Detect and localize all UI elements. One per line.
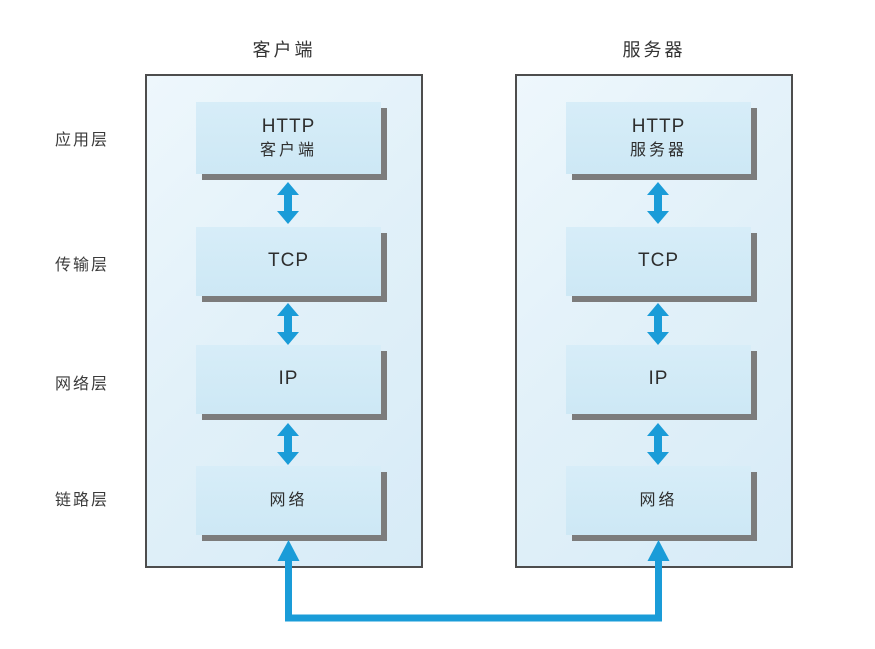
double-arrow-icon: [647, 182, 669, 224]
server-http-box: HTTP 服务器: [566, 102, 751, 174]
layer-label-application: 应用层: [55, 132, 110, 149]
server-http-box-line2: 服务器: [629, 141, 687, 159]
client-title: 客户端: [252, 40, 316, 60]
server-tcp-box: TCP: [566, 227, 751, 296]
layer-label-link: 链路层: [55, 492, 110, 509]
layer-label-network: 网络层: [55, 376, 110, 393]
server-network-box: 网络: [566, 466, 751, 535]
client-panel: HTTP 客户端 TCP IP 网络: [145, 74, 423, 568]
server-ip-box-label: IP: [648, 368, 669, 390]
client-ip-box-label: IP: [278, 368, 299, 390]
client-ip-box: IP: [196, 345, 381, 414]
server-panel: HTTP 服务器 TCP IP 网络: [515, 74, 793, 568]
double-arrow-icon: [277, 423, 299, 465]
double-arrow-icon: [277, 182, 299, 224]
double-arrow-icon: [647, 423, 669, 465]
client-tcp-box: TCP: [196, 227, 381, 296]
client-http-box-line2: 客户端: [259, 141, 317, 159]
client-tcp-box-label: TCP: [268, 250, 309, 272]
client-network-box-label: 网络: [269, 491, 308, 509]
server-title: 服务器: [622, 40, 686, 60]
server-http-box-line1: HTTP: [631, 115, 686, 137]
server-tcp-box-label: TCP: [638, 250, 679, 272]
server-network-box-label: 网络: [639, 491, 678, 509]
double-arrow-icon: [277, 303, 299, 345]
client-http-box-line1: HTTP: [261, 115, 316, 137]
client-network-box: 网络: [196, 466, 381, 535]
double-arrow-icon: [647, 303, 669, 345]
layer-label-transport: 传输层: [55, 257, 110, 274]
server-ip-box: IP: [566, 345, 751, 414]
client-http-box: HTTP 客户端: [196, 102, 381, 174]
